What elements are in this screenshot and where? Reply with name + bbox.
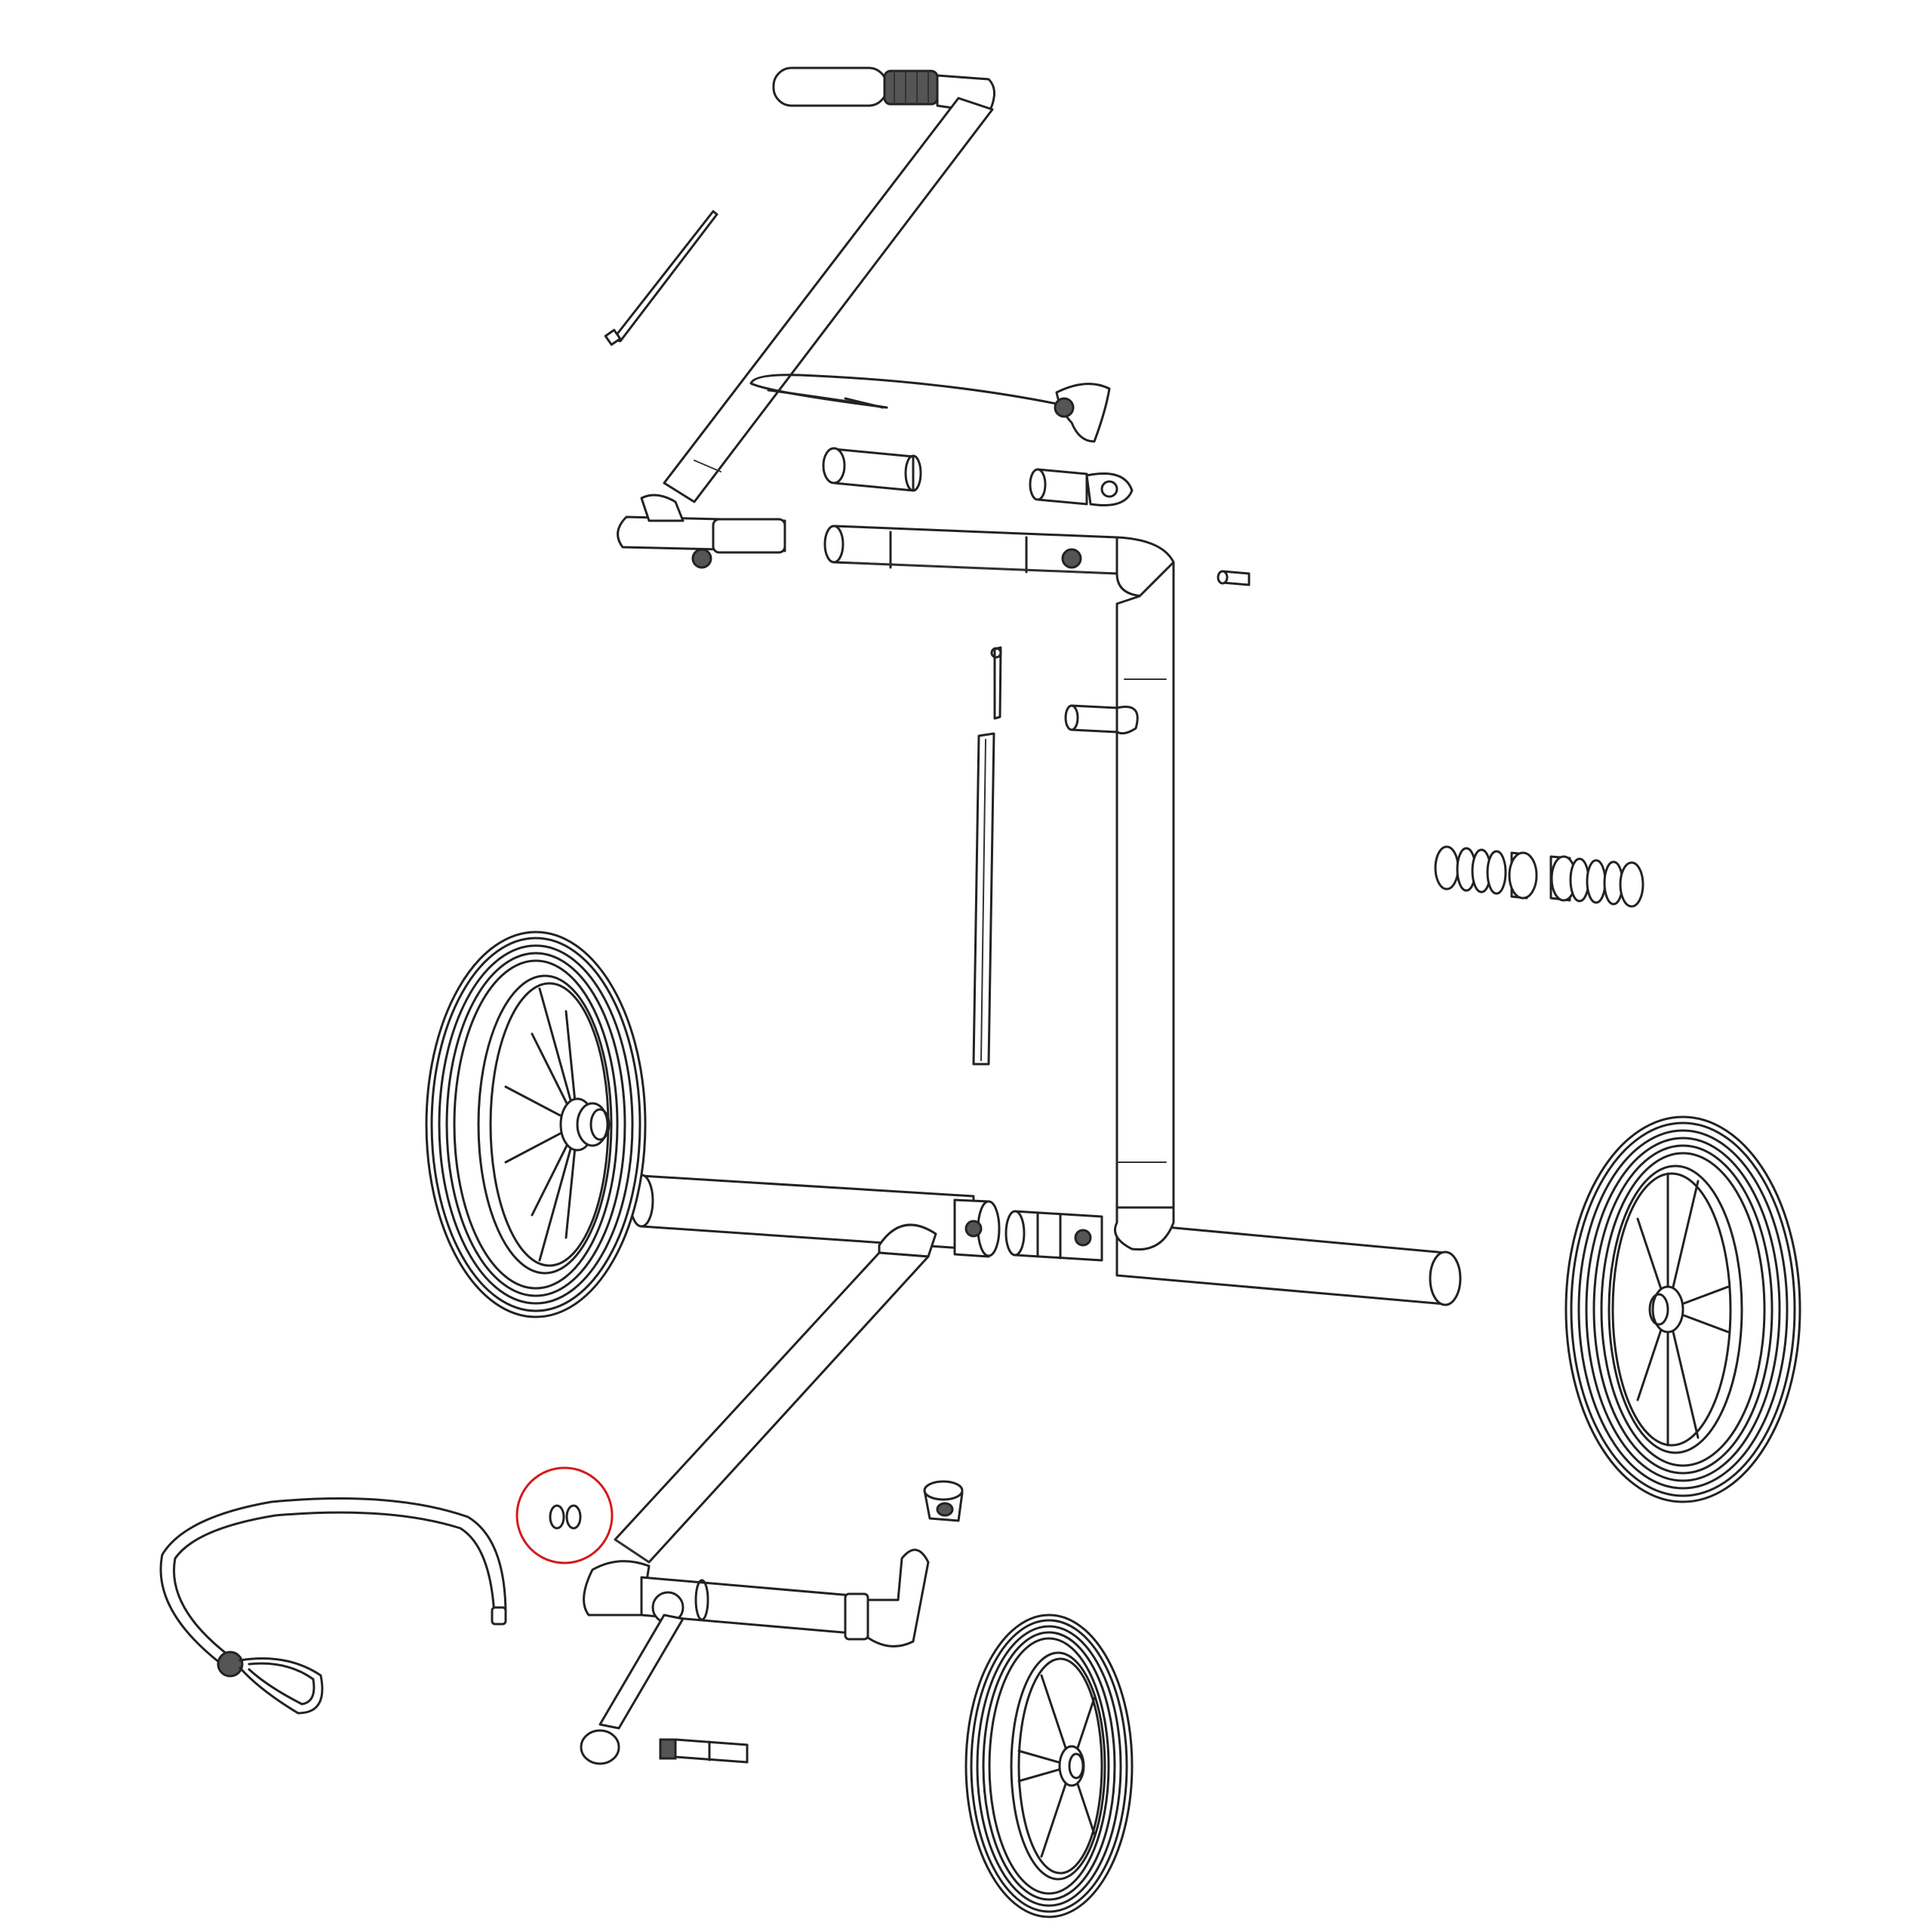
brake-cable	[749, 374, 1111, 443]
front-pivot-tube	[583, 1549, 930, 1647]
folding-hinge-tube	[617, 494, 1175, 598]
upper-handle-tube	[663, 97, 994, 503]
upright-tube	[1115, 561, 1175, 1209]
highlighted-small-nuts	[515, 1466, 614, 1564]
locking-knob	[1029, 468, 1134, 507]
small-pin	[1217, 570, 1251, 586]
axle-coupler	[953, 1198, 1103, 1262]
tube-clip	[1064, 704, 1139, 735]
end-cap	[923, 1480, 964, 1522]
front-wheel	[964, 1614, 1134, 1918]
front-leg-tube	[614, 1223, 937, 1564]
front-axle-bolt	[659, 1738, 749, 1764]
front-wheel-fork	[580, 1614, 685, 1765]
sleeve-insert	[822, 447, 922, 492]
axle-tube	[629, 1174, 1462, 1306]
washer-ring-set	[1434, 845, 1644, 908]
push-rod	[972, 732, 995, 1066]
highlight-circle	[515, 1466, 614, 1564]
split-pin	[990, 646, 1002, 720]
zip-tie	[604, 210, 718, 346]
left-rear-wheel	[425, 931, 647, 1318]
right-rear-wheel	[1564, 1115, 1801, 1503]
bungee-cord	[159, 1497, 507, 1715]
